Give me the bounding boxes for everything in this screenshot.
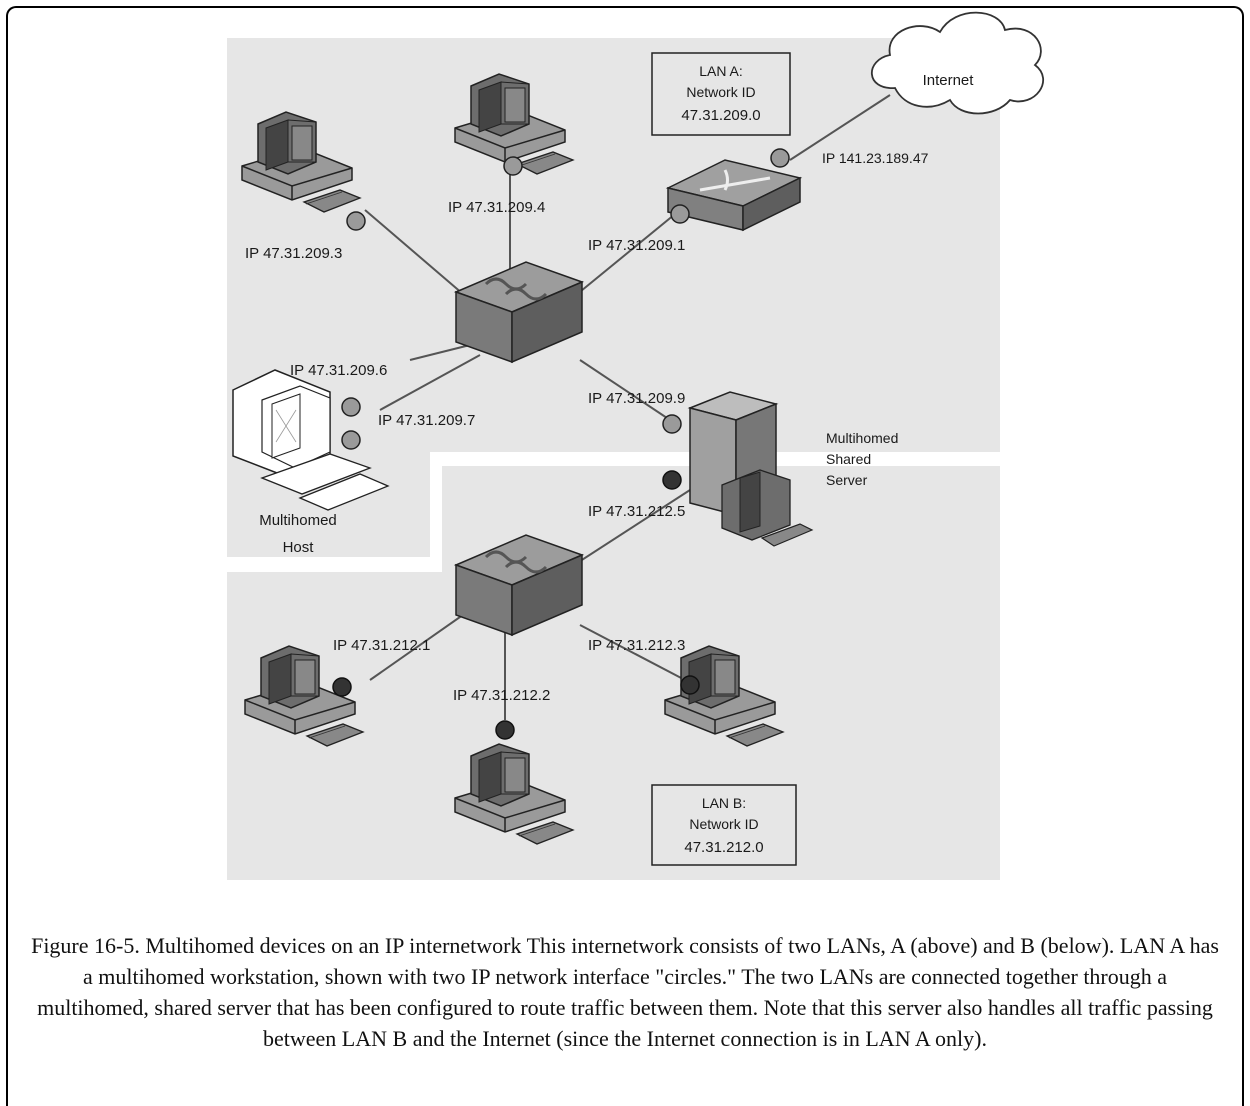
host-label-line-2: Host [283,539,315,556]
lan-a-line-3: 47.31.209.0 [681,107,760,124]
lan-b-pc-3-ip: IP 47.31.212.3 [588,637,685,654]
lan-a-box: LAN A: Network ID 47.31.209.0 [651,52,791,136]
lan-a-background [227,38,1000,557]
internet-cloud: Internet [870,11,1045,115]
server-interface-b [662,470,682,490]
server-label-line-3: Server [826,472,868,488]
host-label-line-1: Multihomed [259,512,337,529]
host-ip-1: IP 47.31.209.6 [290,362,387,379]
pc-left-interface [346,211,366,231]
server-interface-a [662,414,682,434]
host-interface-1 [341,397,361,417]
network-diagram: Internet LAN A: Network ID 47.31.209.0 I… [227,11,1045,880]
router-external-interface [770,148,790,168]
host-ip-2: IP 47.31.209.7 [378,412,475,429]
lan-b-line-3: 47.31.212.0 [684,839,763,856]
server-ip-b: IP 47.31.212.5 [588,503,685,520]
server-ip-a: IP 47.31.209.9 [588,390,685,407]
pc-top-ip: IP 47.31.209.4 [448,199,545,216]
lan-b-line-2: Network ID [689,816,758,832]
multihomed-host [232,369,390,511]
pc-top-interface [503,156,523,176]
router-internal-interface [670,204,690,224]
server-label-line-2: Shared [826,451,871,467]
lan-b-pc-3-interface [680,675,700,695]
lan-b-box: LAN B: Network ID 47.31.212.0 [651,784,797,866]
figure-caption: Figure 16-5. Multihomed devices on an IP… [31,933,1219,1051]
server-label-line-1: Multihomed [826,430,898,446]
connection-lines [364,94,891,720]
lan-b-pc-2-ip: IP 47.31.212.2 [453,687,550,704]
lan-a-line-1: LAN A: [699,63,743,79]
lan-b-pc-1-ip: IP 47.31.212.1 [333,637,430,654]
internet-label: Internet [923,72,975,89]
pc-left-ip: IP 47.31.209.3 [245,245,342,262]
router-internal-ip: IP 47.31.209.1 [588,237,685,254]
router [665,148,803,232]
multihomed-server [687,391,814,547]
lan-a-line-2: Network ID [686,84,755,100]
router-external-ip: IP 141.23.189.47 [822,150,929,166]
host-interface-2 [341,430,361,450]
lan-b-pc-1-interface [332,677,352,697]
lan-b-line-1: LAN B: [702,795,746,811]
lan-b-pc-2-interface [495,720,515,740]
lan-b-background [227,466,1000,880]
